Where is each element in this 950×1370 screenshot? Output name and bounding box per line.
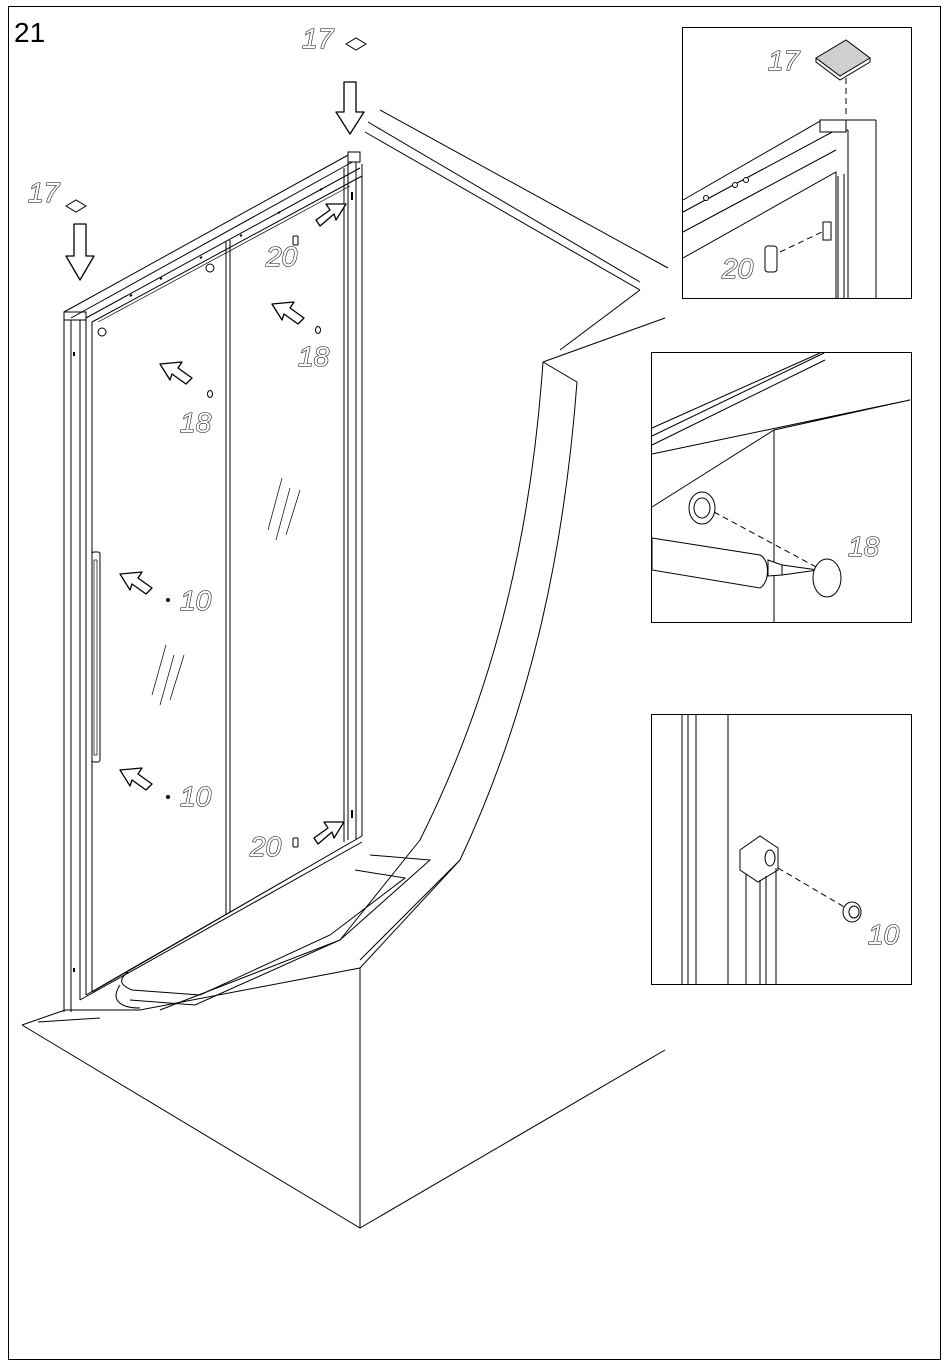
- detail-cap-stop: 17 20: [683, 28, 912, 299]
- apron-inner: [360, 382, 577, 960]
- bumper-callout-right: 18: [272, 302, 330, 372]
- cap-callout-top-left: 17: [28, 177, 94, 280]
- detail-profile: [838, 120, 876, 298]
- stop-part-icon: [293, 838, 298, 847]
- handle-bar: [746, 868, 776, 985]
- wall-edge: [365, 110, 668, 290]
- left-arrow-icon: [120, 768, 152, 790]
- detail-bumper: 18: [652, 353, 912, 623]
- bumper-part-icon: [208, 391, 213, 398]
- stop-part-icon: [765, 246, 777, 272]
- detail-hole: [704, 196, 709, 201]
- handle-cap-callout-lower: 10: [120, 768, 212, 812]
- left-arrow-icon: [272, 302, 304, 324]
- roller-left: [98, 328, 106, 336]
- top-rail-inner: [98, 186, 350, 322]
- handle-cap-label-lower: 10: [180, 781, 212, 812]
- bumper-callout-left: 18: [160, 362, 213, 438]
- glass-reflection-lower: [152, 645, 184, 705]
- cap-callout-top-right: 17: [302, 23, 366, 134]
- glass-reflection-upper: [268, 478, 300, 540]
- right-arrow-icon: [314, 822, 344, 844]
- detail-cap-label: 17: [768, 45, 801, 76]
- front-panel-edge: [38, 1018, 100, 1022]
- cap-label-top-left: 17: [28, 177, 61, 208]
- handle-cap-callout-upper: 10: [120, 572, 212, 616]
- page-border: [9, 7, 941, 1360]
- bathtub: [22, 110, 668, 1228]
- right-arrow-icon: [316, 204, 346, 226]
- detail-bumper-label: 18: [848, 531, 880, 562]
- apron-outer: [160, 362, 543, 1010]
- left-arrow-icon: [120, 572, 152, 594]
- right-profile: [344, 158, 362, 842]
- top-rail: [64, 154, 362, 322]
- cap-part-icon: [166, 598, 170, 602]
- cap-label-top-right: 17: [302, 23, 335, 54]
- handle-hole: [765, 850, 775, 866]
- detail-slot: [823, 222, 831, 240]
- cap-part-icon: [816, 40, 870, 76]
- step-number: 21: [14, 17, 45, 48]
- down-arrow-icon: [66, 224, 94, 280]
- assembly-line: [780, 232, 822, 252]
- left-profile: [64, 318, 92, 1012]
- detail-profile-top: [820, 120, 846, 132]
- detail-rail: [652, 353, 910, 507]
- detail-rail: [683, 120, 876, 298]
- panel-edge: [226, 240, 230, 914]
- roller-right: [206, 264, 214, 272]
- left-arrow-icon: [160, 362, 192, 384]
- stop-label-lower: 20: [249, 831, 282, 862]
- down-arrow-icon: [336, 82, 364, 134]
- cap-part-inner: [849, 906, 859, 918]
- tool-tip: [768, 560, 782, 576]
- wall-corner: [543, 290, 665, 382]
- detail-profile: [682, 715, 728, 985]
- detail-hole: [744, 178, 749, 183]
- assembly-line: [778, 868, 846, 908]
- front-panel: [22, 968, 360, 1228]
- detail-frame: [652, 353, 912, 623]
- bumper-part-icon: [813, 559, 841, 597]
- side-panel: [360, 860, 665, 1228]
- stop-callout-upper: 20: [265, 204, 346, 272]
- bumper-label-left: 18: [180, 407, 212, 438]
- stop-callout-lower: 20: [249, 822, 344, 862]
- tool-needle: [782, 565, 818, 575]
- cap-part-icon: [66, 200, 86, 212]
- door-handle: [92, 552, 100, 762]
- door-frame: [64, 152, 362, 1012]
- bumper-socket-inner: [694, 498, 710, 518]
- cap-part-icon: [346, 38, 366, 50]
- tool-handle: [652, 538, 768, 588]
- detail-hole: [733, 183, 738, 188]
- tub-basin: [122, 870, 405, 995]
- stop-label-upper: 20: [265, 241, 298, 272]
- detail-handle-cap-label: 10: [868, 919, 900, 950]
- right-profile-top: [348, 152, 360, 162]
- bumper-label-right: 18: [298, 341, 330, 372]
- cap-part-icon: [166, 795, 170, 799]
- detail-handle-cap: 10: [652, 715, 912, 986]
- detail-stop-label: 20: [721, 253, 754, 284]
- bumper-part-icon: [316, 327, 321, 334]
- tub-rim: [130, 855, 430, 1005]
- handle-cap-label-upper: 10: [180, 585, 212, 616]
